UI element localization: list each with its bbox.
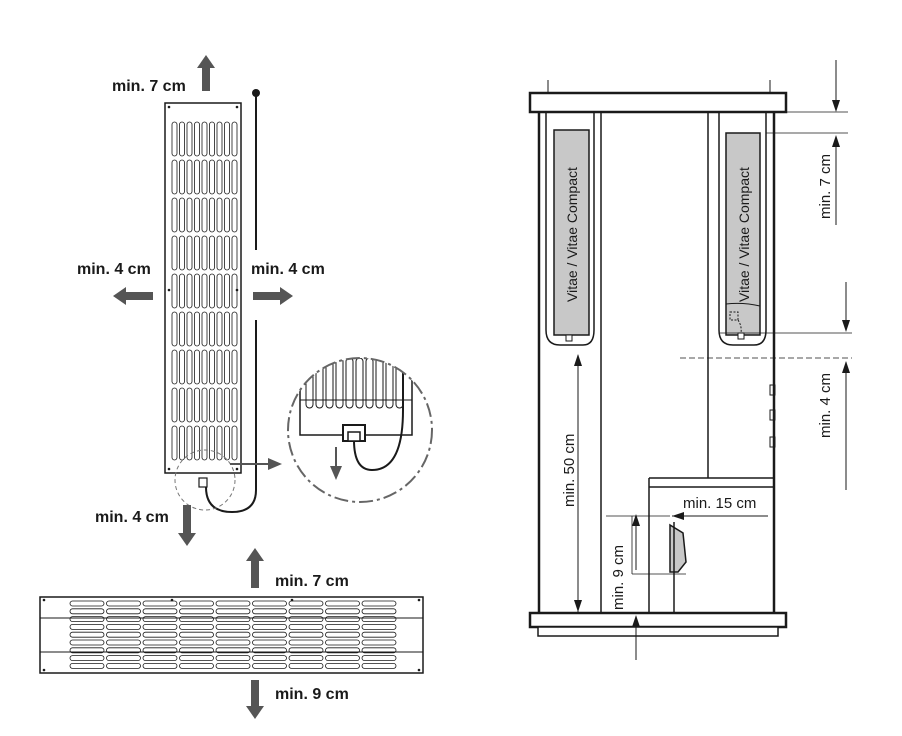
dimension-lines bbox=[574, 60, 852, 660]
horizontal-top-clearance-label: min. 7 cm bbox=[275, 573, 349, 590]
dim-from-door-label: min. 15 cm bbox=[683, 495, 756, 512]
vertical-left-clearance-label: min. 4 cm bbox=[77, 261, 151, 278]
arrow-down-horizontal bbox=[246, 680, 264, 719]
vertical-heater bbox=[164, 102, 242, 488]
horizontal-heater-slots bbox=[69, 600, 397, 669]
vertical-heater-connector bbox=[198, 477, 208, 488]
cabinet bbox=[528, 80, 788, 637]
arrow-up-top bbox=[197, 55, 215, 91]
cabinet-heater-right-label: Vitae / Vitae Compact bbox=[736, 167, 752, 302]
magnified-connector-detail bbox=[287, 357, 433, 503]
horizontal-bottom-clearance-label: min. 9 cm bbox=[275, 686, 349, 703]
vertical-heater-slots bbox=[171, 121, 238, 461]
dim-floor-to-heater-label: min. 50 cm bbox=[561, 434, 578, 507]
horizontal-heater bbox=[39, 596, 424, 674]
dim-top-right-label: min. 7 cm bbox=[817, 154, 834, 219]
vertical-right-clearance-label: min. 4 cm bbox=[251, 261, 325, 278]
detail-spot-circle bbox=[174, 449, 236, 511]
arrow-down-bottom bbox=[178, 505, 196, 546]
arrow-up-horizontal bbox=[246, 548, 264, 588]
cabinet-heater-left: Vitae / Vitae Compact bbox=[545, 112, 595, 346]
vertical-top-clearance-label: min. 7 cm bbox=[112, 78, 186, 95]
power-cable bbox=[205, 89, 260, 514]
arrow-left bbox=[113, 287, 153, 305]
arrow-right bbox=[253, 287, 293, 305]
door-handle bbox=[669, 522, 687, 613]
vertical-heater-screws bbox=[167, 105, 239, 471]
cabinet-heater-right: Vitae / Vitae Compact bbox=[718, 112, 767, 346]
dim-bench-height-label: min. 9 cm bbox=[610, 545, 627, 610]
cabinet-heater-left-label: Vitae / Vitae Compact bbox=[564, 167, 580, 302]
horizontal-heater-screws bbox=[42, 598, 421, 672]
vertical-bottom-clearance-label: min. 4 cm bbox=[95, 509, 169, 526]
dim-middle-right-label: min. 4 cm bbox=[817, 373, 834, 438]
detail-pointer-arrow bbox=[230, 458, 282, 470]
